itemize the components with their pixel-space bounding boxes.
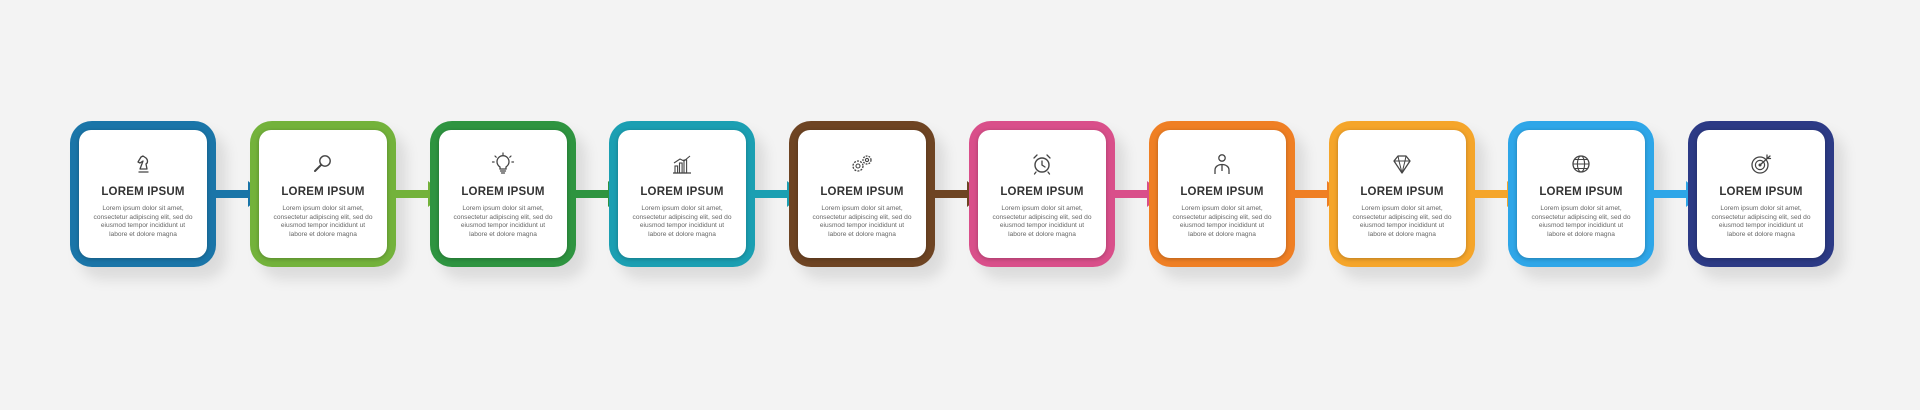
step-box-5: LOREM IPSUM Lorem ipsum dolor sit amet, c… <box>789 121 935 267</box>
globe-icon <box>1569 152 1593 176</box>
step-card: LOREM IPSUM Lorem ipsum dolor sit amet, c… <box>1338 130 1466 258</box>
step-box-9: LOREM IPSUM Lorem ipsum dolor sit amet, c… <box>1508 121 1654 267</box>
step-title: LOREM IPSUM <box>640 186 724 198</box>
step-description: Lorem ipsum dolor sit amet, consectetur … <box>632 205 732 238</box>
step-title: LOREM IPSUM <box>1539 186 1623 198</box>
step-card: LOREM IPSUM Lorem ipsum dolor sit amet, c… <box>1158 130 1286 258</box>
step-description: Lorem ipsum dolor sit amet, consectetur … <box>1352 205 1452 238</box>
step-card: LOREM IPSUM Lorem ipsum dolor sit amet, c… <box>618 130 746 258</box>
step-title: LOREM IPSUM <box>101 186 185 198</box>
step-title: LOREM IPSUM <box>820 186 904 198</box>
step-box-6: LOREM IPSUM Lorem ipsum dolor sit amet, c… <box>969 121 1115 267</box>
step-box-7: LOREM IPSUM Lorem ipsum dolor sit amet, c… <box>1149 121 1295 267</box>
magnifier-icon <box>311 152 335 176</box>
step-title: LOREM IPSUM <box>281 186 365 198</box>
step-box-3: LOREM IPSUM Lorem ipsum dolor sit amet, c… <box>430 121 576 267</box>
step-title: LOREM IPSUM <box>1360 186 1444 198</box>
step-title: LOREM IPSUM <box>461 186 545 198</box>
step-description: Lorem ipsum dolor sit amet, consectetur … <box>1531 205 1631 238</box>
step-box-8: LOREM IPSUM Lorem ipsum dolor sit amet, c… <box>1329 121 1475 267</box>
step-description: Lorem ipsum dolor sit amet, consectetur … <box>93 205 193 238</box>
step-card: LOREM IPSUM Lorem ipsum dolor sit amet, c… <box>1517 130 1645 258</box>
bar-chart-icon <box>670 152 694 176</box>
diamond-icon <box>1390 152 1414 176</box>
step-card: LOREM IPSUM Lorem ipsum dolor sit amet, c… <box>259 130 387 258</box>
gears-icon <box>850 152 874 176</box>
step-description: Lorem ipsum dolor sit amet, consectetur … <box>453 205 553 238</box>
step-description: Lorem ipsum dolor sit amet, consectetur … <box>1711 205 1811 238</box>
step-box-1: LOREM IPSUM Lorem ipsum dolor sit amet, c… <box>70 121 216 267</box>
step-title: LOREM IPSUM <box>1180 186 1264 198</box>
step-card: LOREM IPSUM Lorem ipsum dolor sit amet, c… <box>1697 130 1825 258</box>
step-card: LOREM IPSUM Lorem ipsum dolor sit amet, c… <box>978 130 1106 258</box>
step-description: Lorem ipsum dolor sit amet, consectetur … <box>273 205 373 238</box>
step-box-2: LOREM IPSUM Lorem ipsum dolor sit amet, c… <box>250 121 396 267</box>
step-box-4: LOREM IPSUM Lorem ipsum dolor sit amet, c… <box>609 121 755 267</box>
step-title: LOREM IPSUM <box>1719 186 1803 198</box>
step-card: LOREM IPSUM Lorem ipsum dolor sit amet, c… <box>798 130 926 258</box>
light-bulb-icon <box>491 152 515 176</box>
step-title: LOREM IPSUM <box>1000 186 1084 198</box>
step-box-10: LOREM IPSUM Lorem ipsum dolor sit amet, c… <box>1688 121 1834 267</box>
step-card: LOREM IPSUM Lorem ipsum dolor sit amet, c… <box>79 130 207 258</box>
step-description: Lorem ipsum dolor sit amet, consectetur … <box>992 205 1092 238</box>
alarm-clock-icon <box>1030 152 1054 176</box>
step-description: Lorem ipsum dolor sit amet, consectetur … <box>1172 205 1272 238</box>
step-card: LOREM IPSUM Lorem ipsum dolor sit amet, c… <box>439 130 567 258</box>
step-description: Lorem ipsum dolor sit amet, consectetur … <box>812 205 912 238</box>
target-icon <box>1749 152 1773 176</box>
chess-knight-icon <box>131 152 155 176</box>
person-icon <box>1210 152 1234 176</box>
